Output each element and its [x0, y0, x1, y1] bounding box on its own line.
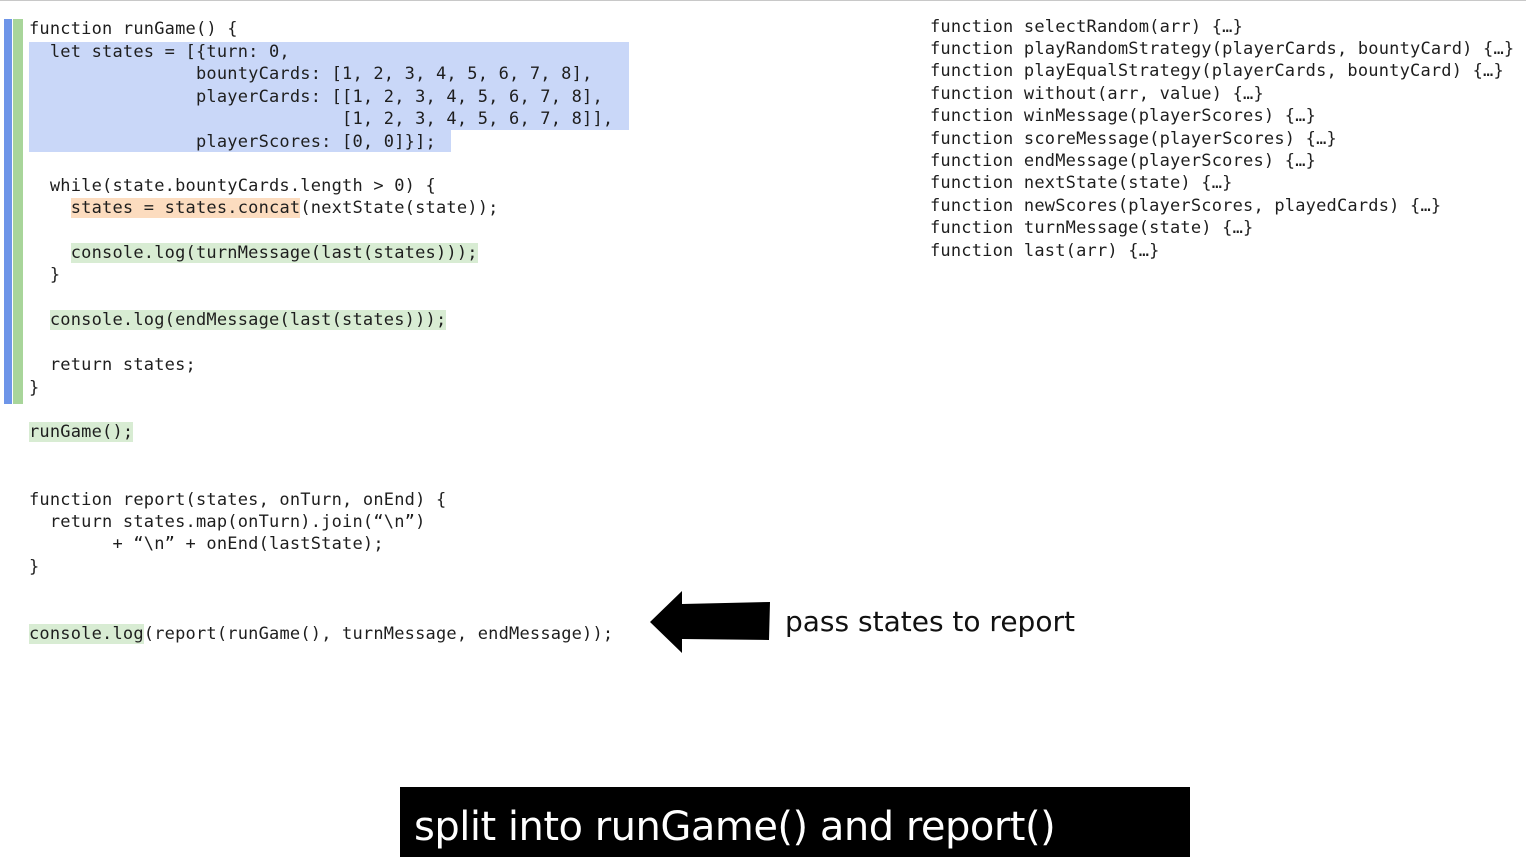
- code-line: states = states.concat(nextState(state))…: [29, 197, 499, 219]
- code-text: (nextState(state));: [300, 198, 499, 218]
- function-list-item: function selectRandom(arr) {…}: [930, 17, 1244, 37]
- code-line: [1, 2, 3, 4, 5, 6, 7, 8]],: [29, 109, 614, 129]
- gutter-bar-green: [13, 19, 23, 404]
- callout-text: pass states to report: [785, 605, 1075, 638]
- code-line: playerScores: [0, 0]}];: [29, 132, 436, 152]
- code-line: return states.map(onTurn).join(“\n”): [29, 512, 426, 532]
- green-highlight: console.log: [29, 624, 144, 644]
- gutter-bar-blue: [4, 19, 12, 404]
- code-indent: [29, 310, 50, 330]
- code-line: }: [29, 557, 40, 577]
- code-line: bountyCards: [1, 2, 3, 4, 5, 6, 7, 8],: [29, 64, 593, 84]
- function-list-item: function endMessage(playerScores) {…}: [930, 151, 1317, 171]
- function-list-item: function nextState(state) {…}: [930, 173, 1233, 193]
- run-game-call: runGame();: [29, 421, 134, 443]
- function-list-item: function without(arr, value) {…}: [930, 84, 1264, 104]
- function-list-item: function winMessage(playerScores) {…}: [930, 106, 1317, 126]
- green-highlight: console.log(turnMessage(last(states)));: [70, 243, 478, 263]
- code-line: }: [29, 378, 40, 398]
- states-declaration-highlight: [29, 42, 629, 130]
- top-border: [0, 0, 1526, 1]
- code-line: console.log(turnMessage(last(states)));: [29, 242, 478, 264]
- code-line: + “\n” + onEnd(lastState);: [29, 534, 384, 554]
- code-indent: [29, 243, 71, 263]
- function-list-item: function turnMessage(state) {…}: [930, 218, 1254, 238]
- code-line: }: [29, 265, 61, 285]
- green-highlight: console.log(endMessage(last(states)));: [49, 310, 447, 330]
- code-line: let states = [{turn: 0,: [29, 42, 290, 62]
- left-arrow-icon: [650, 591, 770, 653]
- orange-highlight: states = states.concat: [70, 198, 301, 218]
- function-list-item: function newScores(playerScores, playedC…: [930, 196, 1442, 216]
- code-text: (report(runGame(), turnMessage, endMessa…: [143, 624, 614, 644]
- green-highlight: runGame();: [29, 422, 134, 442]
- function-list-item: function playEqualStrategy(playerCards, …: [930, 61, 1504, 81]
- caption-bar: split into runGame() and report(): [400, 787, 1190, 857]
- caption-text: split into runGame() and report(): [414, 804, 1056, 850]
- function-list-item: function playRandomStrategy(playerCards,…: [930, 39, 1515, 59]
- code-line: playerCards: [[1, 2, 3, 4, 5, 6, 7, 8],: [29, 87, 603, 107]
- code-line: function report(states, onTurn, onEnd) {: [29, 490, 447, 510]
- code-line: while(state.bountyCards.length > 0) {: [29, 176, 436, 196]
- report-call: console.log(report(runGame(), turnMessag…: [29, 623, 613, 645]
- function-list-item: function last(arr) {…}: [930, 241, 1160, 261]
- code-line: function runGame() {: [29, 19, 238, 39]
- code-line: return states;: [29, 355, 196, 375]
- states-declaration-highlight-end: [29, 130, 451, 152]
- code-line: console.log(endMessage(last(states)));: [29, 309, 447, 331]
- code-indent: [29, 198, 71, 218]
- function-list-item: function scoreMessage(playerScores) {…}: [930, 129, 1337, 149]
